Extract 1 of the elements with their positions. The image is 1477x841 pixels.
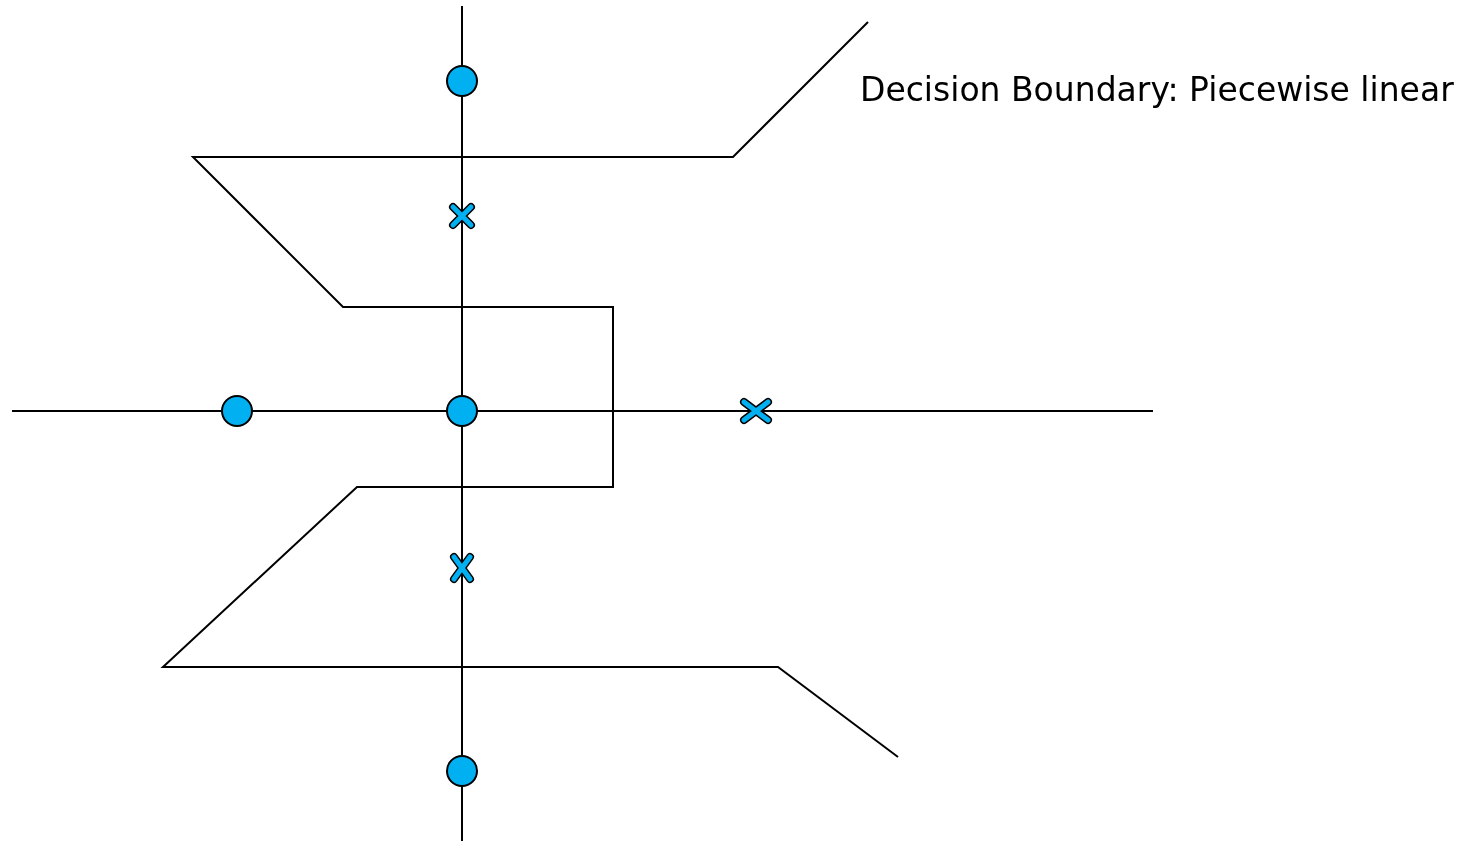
title-text: Decision Boundary: Piecewise linear (860, 70, 1454, 109)
